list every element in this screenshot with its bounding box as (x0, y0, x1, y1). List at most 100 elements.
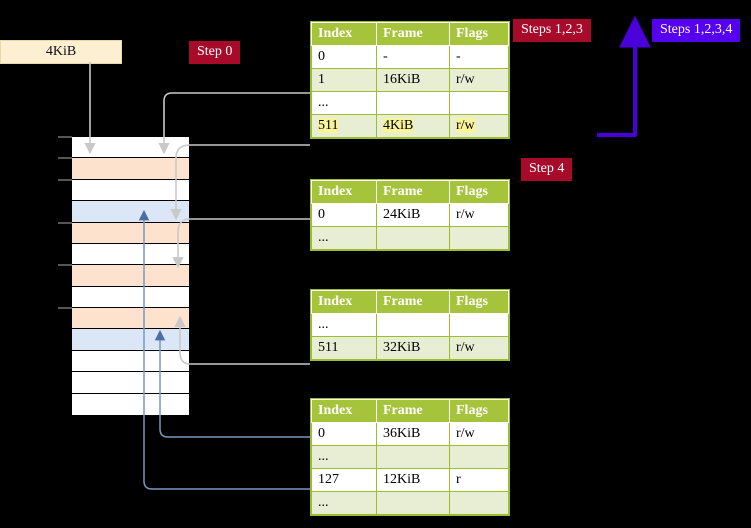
cell-flags: r/w (449, 114, 509, 138)
column-header-frame: Frame (376, 290, 450, 314)
table-row: 511 32KiB r/w (311, 336, 509, 360)
cell-frame: - (376, 45, 450, 69)
memory-frame-6 (72, 265, 189, 287)
cell-index-value: 0 (318, 426, 325, 441)
cell-frame (376, 91, 450, 115)
table-row: 0 36KiB r/w (311, 422, 509, 446)
cell-frame (376, 445, 450, 469)
column-header-flags: Flags (449, 180, 509, 204)
cell-index: 511 (311, 114, 377, 138)
memory-frame-5 (72, 243, 189, 266)
memory-frame-2 (72, 179, 189, 202)
cell-frame: 24KiB (376, 203, 450, 227)
table-row: 1 16KiB r/w (311, 68, 509, 92)
cell-index-value: ... (318, 495, 329, 510)
cell-flags: - (449, 45, 509, 69)
cell-index: ... (311, 445, 377, 469)
physical-memory-column (71, 136, 190, 415)
memory-frame-12 (72, 393, 189, 415)
cell-flags-value: r (456, 472, 461, 487)
cell-frame: 12KiB (376, 468, 450, 492)
cell-flags (449, 491, 509, 515)
cell-flags-value: r/w (456, 340, 475, 355)
cell-flags-value: r/w (456, 118, 475, 133)
cell-flags (449, 91, 509, 115)
cell-frame-value: - (383, 49, 388, 64)
memory-tick-0 (58, 136, 72, 138)
table-row: ... (311, 226, 509, 250)
cell-frame (376, 491, 450, 515)
cell-flags: r/w (449, 203, 509, 227)
table-row: ... (311, 491, 509, 515)
memory-frame-3 (72, 201, 189, 223)
memory-frame-7 (72, 286, 189, 308)
cell-frame-value: 16KiB (383, 72, 421, 87)
cell-frame-value: 4KiB (383, 118, 414, 133)
cell-index-value: 0 (318, 49, 325, 64)
cell-index: 0 (311, 203, 377, 227)
cell-flags (449, 226, 509, 250)
table-row: ... (311, 313, 509, 337)
cell-index-value: ... (318, 449, 329, 464)
memory-frame-9 (72, 329, 189, 351)
badge-steps-123: Steps 1,2,3 (513, 19, 591, 42)
cell-index: 127 (311, 468, 377, 492)
page-size-box: 4KiB (0, 40, 122, 64)
cell-index-value: 0 (318, 207, 325, 222)
cell-flags-value: r/w (456, 426, 475, 441)
cell-index: ... (311, 91, 377, 115)
cell-flags-value: - (456, 49, 461, 64)
memory-tick-2 (58, 178, 72, 181)
table-row: 127 12KiB r (311, 468, 509, 492)
cell-frame-value: 36KiB (383, 426, 421, 441)
cell-index: 0 (311, 422, 377, 446)
table-row: 0 24KiB r/w (311, 203, 509, 227)
cell-index-value: 511 (318, 118, 339, 133)
cell-flags-value: r/w (456, 72, 475, 87)
cell-index: ... (311, 226, 377, 250)
memory-tick-1 (58, 157, 72, 160)
badge-step-4-label: Step 4 (529, 161, 565, 176)
cell-flags: r/w (449, 336, 509, 360)
table-row: 0 - - (311, 45, 509, 69)
memory-tick-6 (58, 264, 72, 267)
cell-index-value: 511 (318, 340, 339, 355)
cell-frame: 16KiB (376, 68, 450, 92)
cell-index: 511 (311, 336, 377, 360)
cell-index: ... (311, 491, 377, 515)
page-size-label: 4KiB (45, 44, 77, 59)
memory-tick-8 (58, 307, 72, 310)
column-header-flags: Flags (449, 290, 509, 314)
cell-frame-value: 12KiB (383, 472, 421, 487)
column-header-frame: Frame (376, 399, 450, 423)
badge-steps-1234-label: Steps 1,2,3,4 (660, 22, 733, 37)
badge-step-0: Step 0 (189, 41, 241, 64)
column-header-frame: Frame (376, 22, 450, 46)
memory-frame-11 (72, 372, 189, 394)
column-header-index: Index (311, 290, 377, 314)
cell-index-value: ... (318, 95, 329, 110)
cell-frame: 36KiB (376, 422, 450, 446)
memory-tick-4 (58, 221, 72, 224)
badge-steps-1234: Steps 1,2,3,4 (652, 19, 741, 42)
cell-index-value: 127 (318, 472, 339, 487)
memory-frame-8 (72, 308, 189, 330)
cell-index: ... (311, 313, 377, 337)
cell-flags: r/w (449, 68, 509, 92)
cell-frame: 32KiB (376, 336, 450, 360)
memory-frame-0 (72, 137, 189, 159)
cell-flags (449, 313, 509, 337)
badge-step-4: Step 4 (521, 158, 573, 181)
column-header-index: Index (311, 180, 377, 204)
badge-step-0-label: Step 0 (197, 44, 233, 59)
cell-flags (449, 445, 509, 469)
cell-frame-value: 24KiB (383, 207, 421, 222)
badge-steps-123-label: Steps 1,2,3 (521, 22, 583, 37)
column-header-frame: Frame (376, 180, 450, 204)
cell-index: 1 (311, 68, 377, 92)
table-row: ... (311, 445, 509, 469)
memory-frame-4 (72, 222, 189, 244)
